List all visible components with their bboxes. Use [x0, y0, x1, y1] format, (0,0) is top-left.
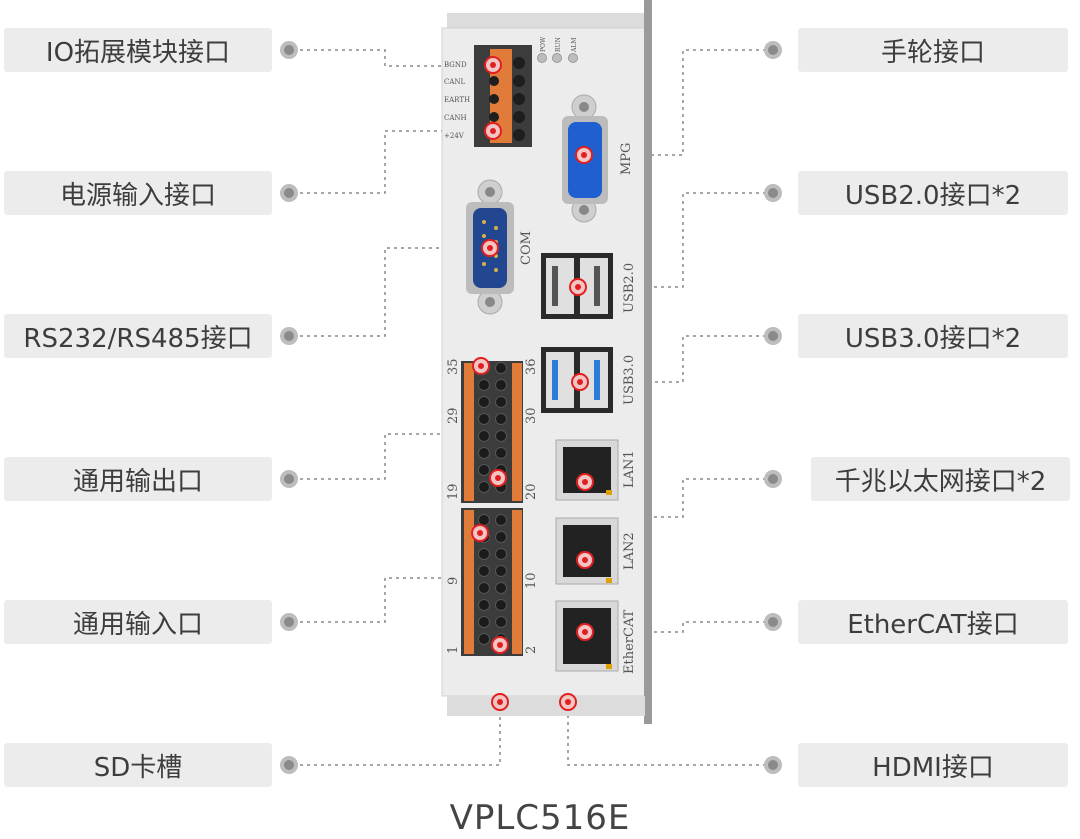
label-sd-slot: SD卡槽 [4, 743, 272, 787]
port-label-com: COM [519, 231, 534, 265]
terminal-number-35: 35 [446, 358, 461, 375]
port-label-lan1: LAN1 [622, 450, 637, 488]
label-usb2: USB2.0接口*2 [798, 171, 1068, 215]
label-general-input: 通用输入口 [4, 600, 272, 644]
status-leds [537, 53, 578, 63]
pin-label-canl: CANL [444, 78, 466, 86]
port-label-lan2: LAN2 [622, 532, 637, 570]
terminal-number-29: 29 [446, 407, 461, 424]
pin-label-canh: CANH [444, 114, 467, 122]
terminal-number-9: 9 [446, 577, 461, 585]
terminal-number-30: 30 [524, 407, 539, 424]
terminal-number-1: 1 [446, 646, 461, 654]
pin-label-24v: +24V [444, 132, 465, 140]
power-terminal-block [474, 45, 532, 147]
lan1-port [555, 439, 619, 501]
terminal-number-10: 10 [524, 572, 539, 589]
leader-lines [300, 49, 773, 766]
label-usb3: USB3.0接口*2 [798, 314, 1068, 358]
lan2-port [555, 517, 619, 585]
markers [471, 56, 594, 711]
port-label-mpg: MPG [619, 143, 634, 175]
led-label-alm: ALM [571, 38, 578, 53]
label-io-expansion: IO拓展模块接口 [4, 28, 272, 72]
led-label-pow: POW [540, 36, 547, 52]
model-caption: VPLC516E [449, 798, 631, 838]
label-general-output: 通用输出口 [4, 457, 272, 501]
terminal-number-19: 19 [446, 483, 461, 500]
pin-label-earth: EARTH [444, 96, 470, 104]
input-terminal-block [461, 508, 523, 656]
port-label-usb3: USB3.0 [622, 355, 637, 405]
label-gigabit-ethernet: 千兆以太网接口*2 [811, 457, 1070, 501]
port-label-usb2: USB2.0 [622, 263, 637, 313]
label-power-input: 电源输入接口 [4, 171, 272, 215]
pin-label-bgnd: BGND [444, 61, 467, 69]
terminal-number-36: 36 [524, 358, 539, 375]
label-serial: RS232/RS485接口 [4, 314, 272, 358]
label-handwheel: 手轮接口 [798, 28, 1068, 72]
terminal-number-2: 2 [524, 646, 539, 654]
led-label-run: RUN [555, 37, 562, 52]
label-ethercat: EtherCAT接口 [798, 600, 1068, 644]
port-label-ethercat: EtherCAT [622, 609, 637, 674]
terminal-number-20: 20 [524, 483, 539, 500]
label-hdmi: HDMI接口 [798, 743, 1068, 787]
